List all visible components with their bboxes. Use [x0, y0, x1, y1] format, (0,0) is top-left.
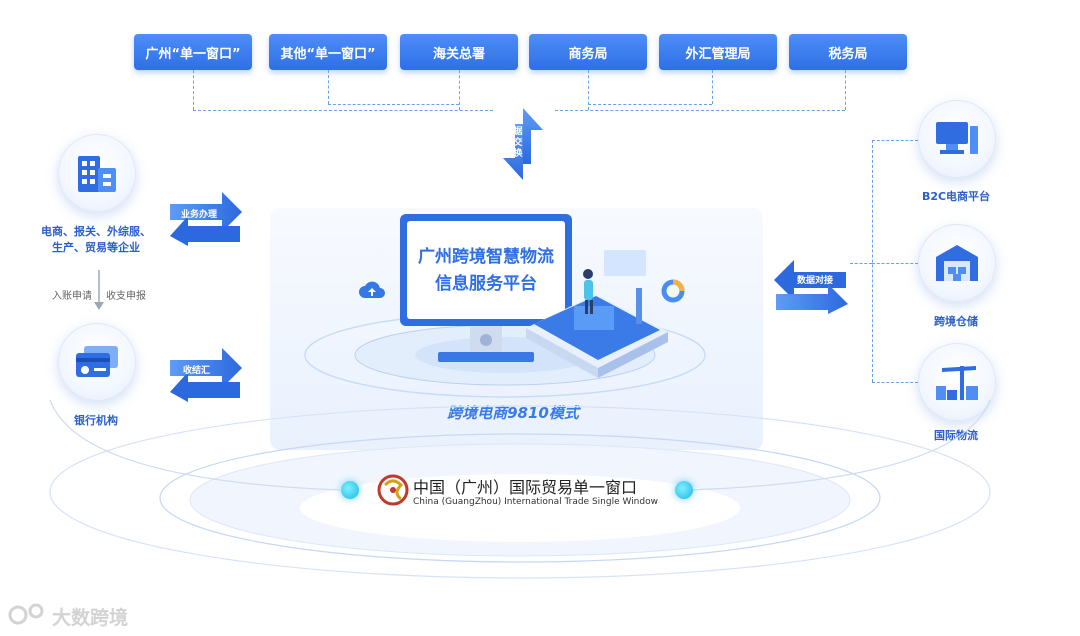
connector-line: [328, 70, 329, 104]
enterprise-label: 电商、报关、外综服、 生产、贸易等企业: [36, 224, 156, 256]
building-icon: [78, 156, 116, 192]
connector-line: [850, 263, 872, 264]
top-box-tax: 税务局: [789, 34, 907, 70]
glow-dot-right: [675, 481, 693, 499]
flow-label-right: 收支申报: [106, 291, 146, 302]
data-connect-arrow-label: 数据对接: [797, 276, 834, 286]
watermark-logo-icon: [8, 603, 44, 625]
top-box-forex: 外汇管理局: [659, 34, 777, 70]
enterprise-label-line2: 生产、贸易等企业: [52, 241, 140, 254]
connector-line: [872, 140, 873, 382]
connector-line: [588, 70, 589, 110]
warehouse-icon: [936, 245, 978, 281]
computer-icon: [936, 122, 978, 154]
bank-circle: [58, 323, 136, 401]
single-window-title-cn: 中国（广州）国际贸易单一窗口: [413, 478, 638, 497]
connector-line: [193, 110, 493, 111]
b2c-label: B2C电商平台: [921, 190, 991, 203]
top-box-customs: 海关总署: [400, 34, 518, 70]
business-arrow: [170, 192, 242, 246]
chart-ring-icon: [661, 279, 685, 303]
watermark-text: 大数跨境: [52, 607, 129, 629]
connector-line: [712, 70, 713, 104]
connector-line: [872, 382, 918, 383]
enterprise-label-line1: 电商、报关、外综服、: [41, 225, 151, 238]
top-box-other-window: 其他“单一窗口”: [269, 34, 387, 70]
connector-line: [872, 140, 918, 141]
logistics-label: 国际物流: [934, 429, 978, 442]
single-window-logo: [377, 474, 409, 506]
warehouse-circle: [918, 224, 996, 302]
top-box-commerce: 商务局: [529, 34, 647, 70]
data-exchange-label: 数据交换: [513, 116, 523, 159]
monitor-illustration: [400, 214, 572, 362]
platform-title: 广州跨境智慧物流 信息服务平台: [406, 244, 566, 298]
settlement-arrow: [170, 348, 242, 402]
data-exchange-arrow: [503, 108, 543, 180]
bank-label: 银行机构: [74, 414, 118, 427]
down-arrow-icon: [94, 270, 104, 310]
connector-line: [872, 263, 918, 264]
logistics-circle: [918, 343, 996, 421]
platform-title-line2: 信息服务平台: [435, 274, 537, 294]
connector-line: [845, 70, 846, 110]
crane-icon: [936, 366, 978, 400]
connector-line: [193, 70, 194, 110]
business-arrow-label: 业务办理: [181, 210, 218, 220]
connector-line: [328, 104, 459, 105]
single-window-title-en: China (GuangZhou) International Trade Si…: [413, 497, 658, 507]
connector-line: [459, 70, 460, 110]
platform-title-line1: 广州跨境智慧物流: [418, 247, 554, 267]
mode-text: 跨境电商9810模式: [447, 404, 579, 422]
flow-label-left: 入账申请: [52, 291, 92, 302]
glow-dot-left: [341, 481, 359, 499]
base-rings: [49, 399, 991, 579]
connector-line: [555, 110, 845, 111]
isometric-platform-illustration: [526, 250, 668, 378]
warehouse-label: 跨境仓储: [934, 315, 978, 328]
b2c-circle: [918, 100, 996, 178]
enterprise-circle: [58, 134, 136, 212]
bank-card-icon: [76, 346, 118, 377]
settlement-arrow-label: 收结汇: [183, 366, 211, 376]
cloud-upload-icon: [359, 281, 385, 298]
connector-line: [588, 104, 712, 105]
data-connect-arrow: [774, 260, 848, 314]
top-box-guangzhou-window: 广州“单一窗口”: [134, 34, 252, 70]
